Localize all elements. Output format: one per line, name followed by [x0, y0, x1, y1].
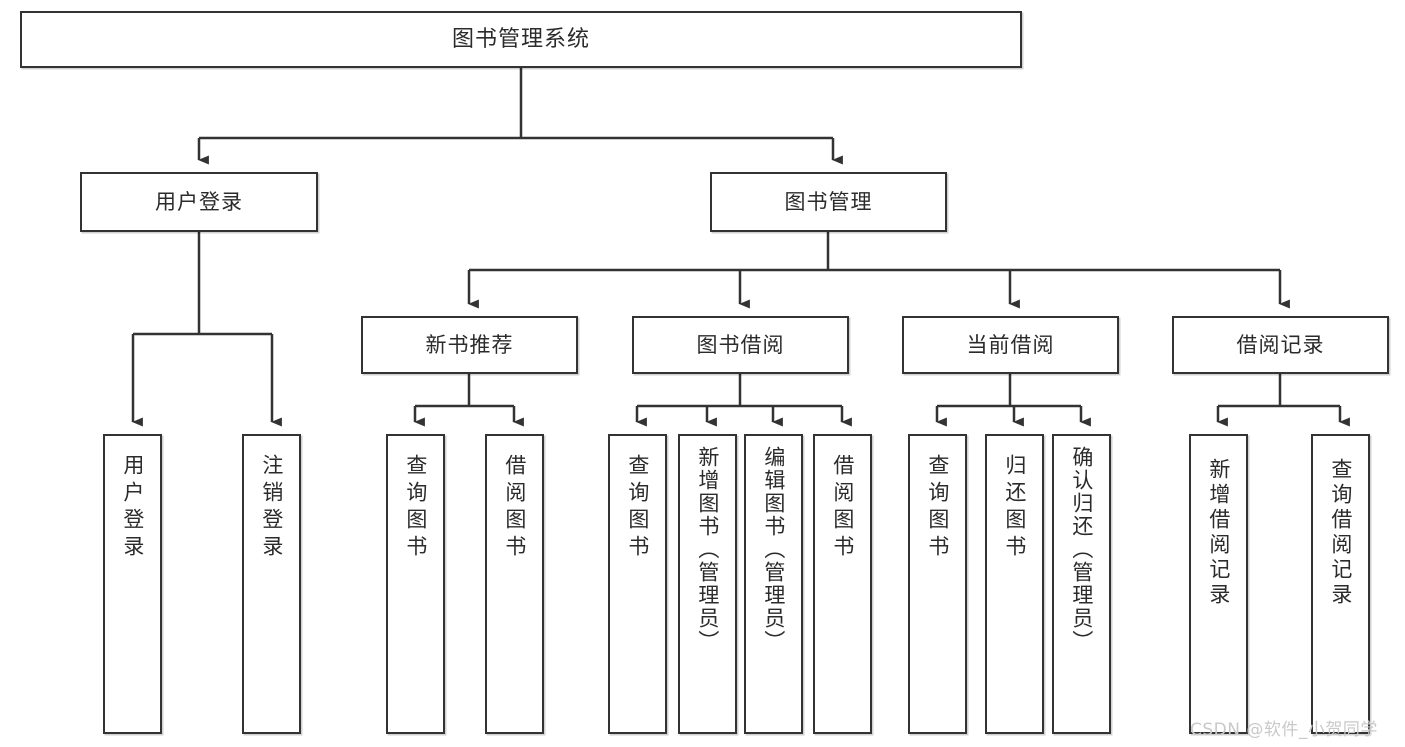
node-leaf-return-book[interactable]: 归还图书: [985, 434, 1044, 734]
node-leaf-add-book-label: 新增图书（管理员）: [695, 446, 720, 653]
node-leaf-query-book-1[interactable]: 查询图书: [386, 434, 445, 734]
node-leaf-borrow-book-2-label: 借阅图书: [830, 454, 855, 562]
node-user-login[interactable]: 用户登录: [80, 172, 318, 232]
node-leaf-confirm-return-label: 确认归还（管理员）: [1069, 446, 1094, 653]
node-book-borrow[interactable]: 图书借阅: [632, 316, 849, 374]
node-current-borrow[interactable]: 当前借阅: [902, 316, 1119, 374]
node-new-book-recommend-label: 新书推荐: [425, 332, 514, 357]
node-current-borrow-label: 当前借阅: [966, 332, 1055, 357]
node-borrow-record-label: 借阅记录: [1236, 332, 1325, 357]
node-leaf-query-book-1-label: 查询图书: [403, 454, 428, 562]
node-new-book-recommend[interactable]: 新书推荐: [361, 316, 578, 374]
node-leaf-edit-book[interactable]: 编辑图书（管理员）: [744, 434, 803, 734]
node-leaf-borrow-book-2[interactable]: 借阅图书: [813, 434, 872, 734]
node-leaf-user-login[interactable]: 用户登录: [103, 434, 162, 734]
node-leaf-add-record[interactable]: 新增借阅记录: [1189, 434, 1248, 734]
node-user-login-label: 用户登录: [155, 189, 243, 214]
node-book-borrow-label: 图书借阅: [696, 332, 785, 357]
node-root-label: 图书管理系统: [451, 26, 590, 52]
node-leaf-borrow-book-1[interactable]: 借阅图书: [485, 434, 544, 734]
node-leaf-query-book-3-label: 查询图书: [925, 454, 950, 562]
node-book-manage[interactable]: 图书管理: [710, 172, 947, 232]
node-book-manage-label: 图书管理: [784, 189, 873, 214]
node-leaf-add-book[interactable]: 新增图书（管理员）: [678, 434, 737, 734]
node-leaf-edit-book-label: 编辑图书（管理员）: [761, 446, 786, 653]
csdn-watermark: CSDN @软件_小贺同学: [1190, 720, 1378, 740]
node-leaf-user-login-label: 用户登录: [120, 454, 145, 562]
node-leaf-query-book-2[interactable]: 查询图书: [608, 434, 667, 734]
node-leaf-query-book-3[interactable]: 查询图书: [908, 434, 967, 734]
node-leaf-user-logout[interactable]: 注销登录: [242, 434, 301, 734]
node-borrow-record[interactable]: 借阅记录: [1172, 316, 1389, 374]
node-leaf-borrow-book-1-label: 借阅图书: [502, 454, 527, 562]
node-leaf-return-book-label: 归还图书: [1002, 454, 1027, 562]
node-leaf-user-logout-label: 注销登录: [259, 454, 284, 562]
node-leaf-query-record-label: 查询借阅记录: [1328, 458, 1353, 608]
node-leaf-query-book-2-label: 查询图书: [625, 454, 650, 562]
node-leaf-confirm-return[interactable]: 确认归还（管理员）: [1052, 434, 1111, 734]
node-leaf-add-record-label: 新增借阅记录: [1206, 458, 1231, 608]
node-leaf-query-record[interactable]: 查询借阅记录: [1311, 434, 1370, 734]
node-root[interactable]: 图书管理系统: [20, 11, 1022, 68]
